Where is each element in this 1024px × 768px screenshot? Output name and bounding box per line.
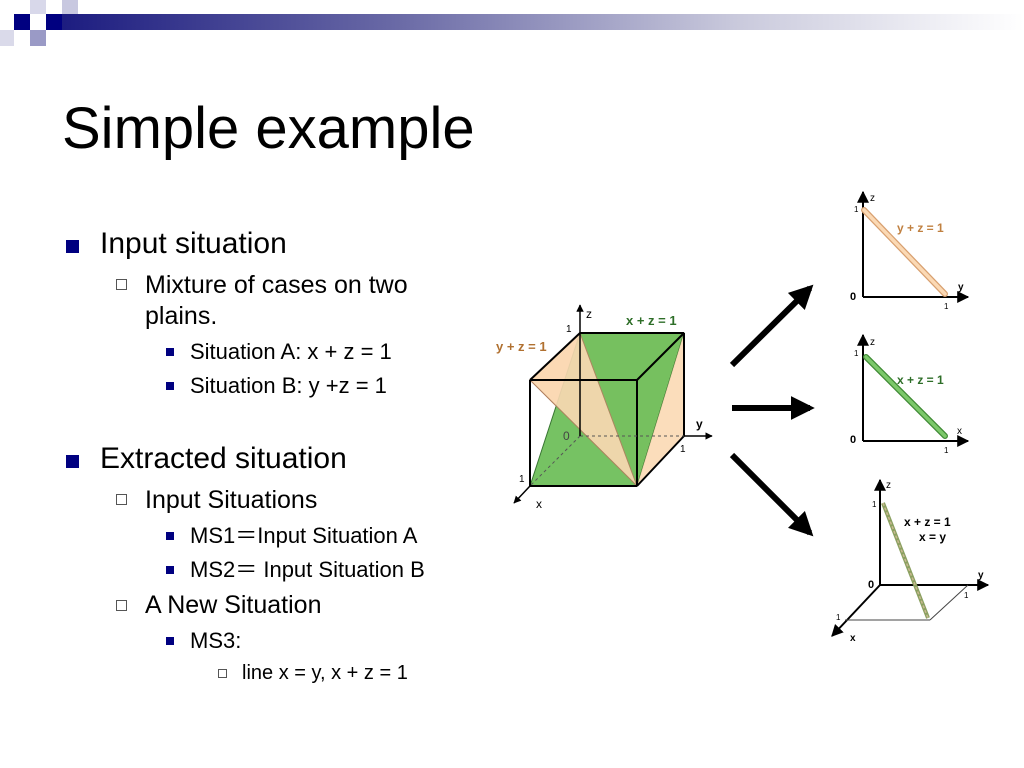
bullet-extracted-situation: Extracted situation <box>100 442 347 475</box>
plot-bottom-tick-z: 1 <box>872 500 877 509</box>
bullet-mixture: Mixture of cases on two <box>145 271 408 299</box>
axis-x-label: x <box>536 497 542 511</box>
bullet-hollow-square-icon <box>116 600 127 611</box>
plot-line-x-eq-y: z y x 1 1 1 0 x + z = 1 x = y <box>831 478 990 644</box>
plot-mid-tick-v: 1 <box>854 349 859 358</box>
plot-bottom-label-2: x = y <box>919 530 946 544</box>
plot-top-tick-h: 1 <box>944 302 949 311</box>
plot-top-axis-h: y <box>958 282 964 293</box>
plot-mid-axis-v: z <box>870 337 875 348</box>
label-y-plus-z: y + z = 1 <box>496 339 547 354</box>
bullet-input-situation: Input situation <box>100 227 287 260</box>
plot-top-label: y + z = 1 <box>897 221 944 235</box>
bullet-situation-a: Situation A: x + z = 1 <box>190 339 392 364</box>
bullet-small-square-icon <box>166 637 174 645</box>
plot-bottom-tick-y: 1 <box>964 591 969 600</box>
axis-y-label: y <box>696 417 703 431</box>
header-decoration <box>0 0 1024 46</box>
plot-bottom-axis-z: z <box>886 480 891 491</box>
bullet-new-situation: A New Situation <box>145 591 322 619</box>
plot-mid-axis-h: x <box>957 426 962 437</box>
projection-arrows <box>729 284 815 537</box>
bullet-square-icon <box>66 240 79 253</box>
plot-mid-tick-h: 1 <box>944 446 949 455</box>
tick-x: 1 <box>519 474 525 485</box>
arrow-down-icon <box>729 452 814 537</box>
arrow-up-icon <box>729 284 814 368</box>
plot-mid-label: x + z = 1 <box>897 373 944 387</box>
bullet-situation-b: Situation B: y +z = 1 <box>190 373 387 398</box>
label-x-plus-z: x + z = 1 <box>626 313 677 328</box>
bullet-ms1: MS1＝Input Situation A <box>190 523 418 548</box>
bullet-square-icon <box>66 455 79 468</box>
bullet-hollow-square-icon <box>116 494 127 505</box>
bullet-line-xy: line x = y, x + z = 1 <box>242 662 408 684</box>
axis-z-label: z <box>586 307 592 321</box>
bullet-mixture-continued: plains. <box>145 302 218 330</box>
bullet-small-square-icon <box>166 566 174 574</box>
plot-top-axis-v: z <box>870 193 875 204</box>
plot-top-origin: 0 <box>850 291 856 303</box>
bullet-small-square-icon <box>166 348 174 356</box>
plot-bottom-axis-y: y <box>978 570 984 581</box>
plot-bottom-tick-x: 1 <box>836 613 841 622</box>
plot-bottom-axis-x: x <box>850 633 856 644</box>
plot-x-plus-z: z x 1 1 0 x + z = 1 <box>850 333 970 455</box>
plot-bottom-origin: 0 <box>868 579 874 591</box>
tick-z: 1 <box>566 324 572 335</box>
bullet-ms2: MS2＝ Input Situation B <box>190 557 425 582</box>
bullet-small-square-icon <box>166 382 174 390</box>
cube-figure: z y x 1 1 1 0 y + z = 1 x + z = 1 <box>496 304 713 511</box>
plot-bottom-label-1: x + z = 1 <box>904 515 951 529</box>
plot-y-plus-z: z y 1 1 0 y + z = 1 <box>850 190 970 311</box>
origin-label: 0 <box>563 429 570 443</box>
plot-top-tick-v: 1 <box>854 205 859 214</box>
slide-title: Simple example <box>62 96 475 161</box>
bullet-input-situations: Input Situations <box>145 486 318 514</box>
bullet-ms3: MS3: <box>190 628 242 653</box>
tick-y: 1 <box>680 444 686 455</box>
bullet-small-square-icon <box>166 532 174 540</box>
plot-mid-origin: 0 <box>850 434 856 446</box>
bullet-hollow-square-icon <box>116 279 127 290</box>
bullet-small-hollow-square-icon <box>218 669 227 678</box>
